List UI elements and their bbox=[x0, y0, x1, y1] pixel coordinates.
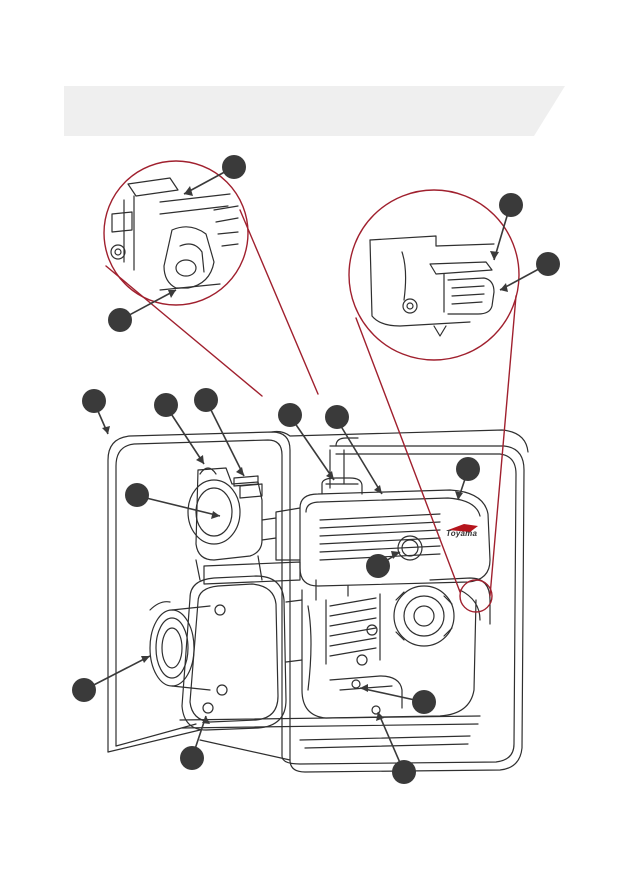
callout-fuel-cap bbox=[278, 403, 302, 427]
zoom-ring-right bbox=[349, 190, 519, 360]
pump-housing bbox=[150, 468, 286, 730]
callout-zoom-right-top bbox=[499, 193, 523, 217]
callout-fuel-tank bbox=[325, 405, 349, 429]
gasoline-engine bbox=[204, 438, 490, 718]
callout-frame-top bbox=[82, 389, 106, 413]
detail-fuel-valve bbox=[370, 236, 494, 336]
callout-air-filter bbox=[456, 457, 480, 481]
callout-priming-cap bbox=[154, 393, 178, 417]
callout-discharge-top bbox=[194, 388, 218, 412]
callout-zoom-right-middle bbox=[536, 252, 560, 276]
callout-discharge-outlet bbox=[125, 483, 149, 507]
callout-arrowheads bbox=[102, 186, 508, 724]
callout-drain-plug bbox=[180, 746, 204, 770]
callout-zoom-left-bottom bbox=[108, 308, 132, 332]
callout-zoom-left-top bbox=[222, 155, 246, 179]
callout-suction-inlet bbox=[72, 678, 96, 702]
detail-choke-lever bbox=[111, 178, 238, 290]
callout-oil-drain bbox=[392, 760, 416, 784]
callout-oil-fill bbox=[412, 690, 436, 714]
callout-fuel-gauge bbox=[366, 554, 390, 578]
zoom-indicators bbox=[104, 161, 519, 612]
brand-logo-text: Toyama bbox=[446, 529, 477, 538]
